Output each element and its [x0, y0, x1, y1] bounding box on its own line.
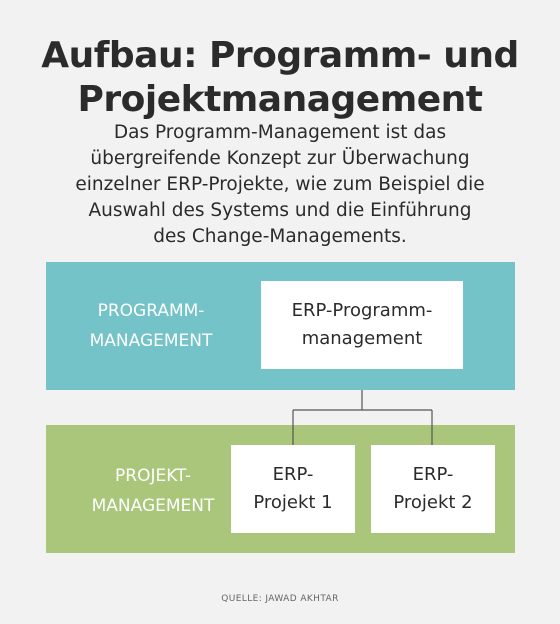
description-line-3: einzelner ERP-Projekte, wie zum Beispiel…: [75, 174, 485, 195]
page-title: Aufbau: Programm- und Projektmanagement: [0, 34, 560, 122]
programm-label-line-1: PROGRAMM-: [97, 301, 205, 321]
erp-programm-node-line-2: management: [301, 328, 423, 349]
programm-management-label: PROGRAMM- MANAGEMENT: [58, 296, 244, 356]
description: Das Programm-Management ist das übergrei…: [40, 120, 520, 250]
projekt-management-label: PROJEKT- MANAGEMENT: [60, 461, 246, 521]
projekt-label-line-2: MANAGEMENT: [91, 496, 215, 516]
erp-projekt-1-line-2: Projekt 1: [253, 492, 333, 513]
title-line-2: Projektmanagement: [77, 79, 483, 120]
erp-programm-management-node: ERP-Programm- management: [261, 281, 463, 369]
programm-label-line-2: MANAGEMENT: [89, 331, 213, 351]
projekt-management-band: PROJEKT- MANAGEMENT ERP- Projekt 1 ERP- …: [46, 425, 515, 553]
programm-management-band: PROGRAMM- MANAGEMENT ERP-Programm- manag…: [46, 262, 515, 390]
description-line-5: des Change-Managements.: [153, 226, 407, 247]
projekt-label-line-1: PROJEKT-: [115, 466, 191, 486]
erp-projekt-1-line-1: ERP-: [272, 464, 314, 485]
erp-projekt-1-node: ERP- Projekt 1: [231, 445, 355, 533]
erp-projekt-2-line-2: Projekt 2: [393, 492, 473, 513]
description-line-4: Auswahl des Systems und die Einführung: [88, 200, 472, 221]
description-line-1: Das Programm-Management ist das: [113, 122, 447, 143]
erp-projekt-2-node: ERP- Projekt 2: [371, 445, 495, 533]
description-line-2: übergreifende Konzept zur Überwachung: [90, 148, 470, 169]
title-line-1: Aufbau: Programm- und: [41, 35, 519, 76]
erp-projekt-2-line-1: ERP-: [412, 464, 454, 485]
erp-programm-node-line-1: ERP-Programm-: [291, 300, 433, 321]
source-credit: QUELLE: JAWAD AKHTAR: [221, 594, 339, 604]
